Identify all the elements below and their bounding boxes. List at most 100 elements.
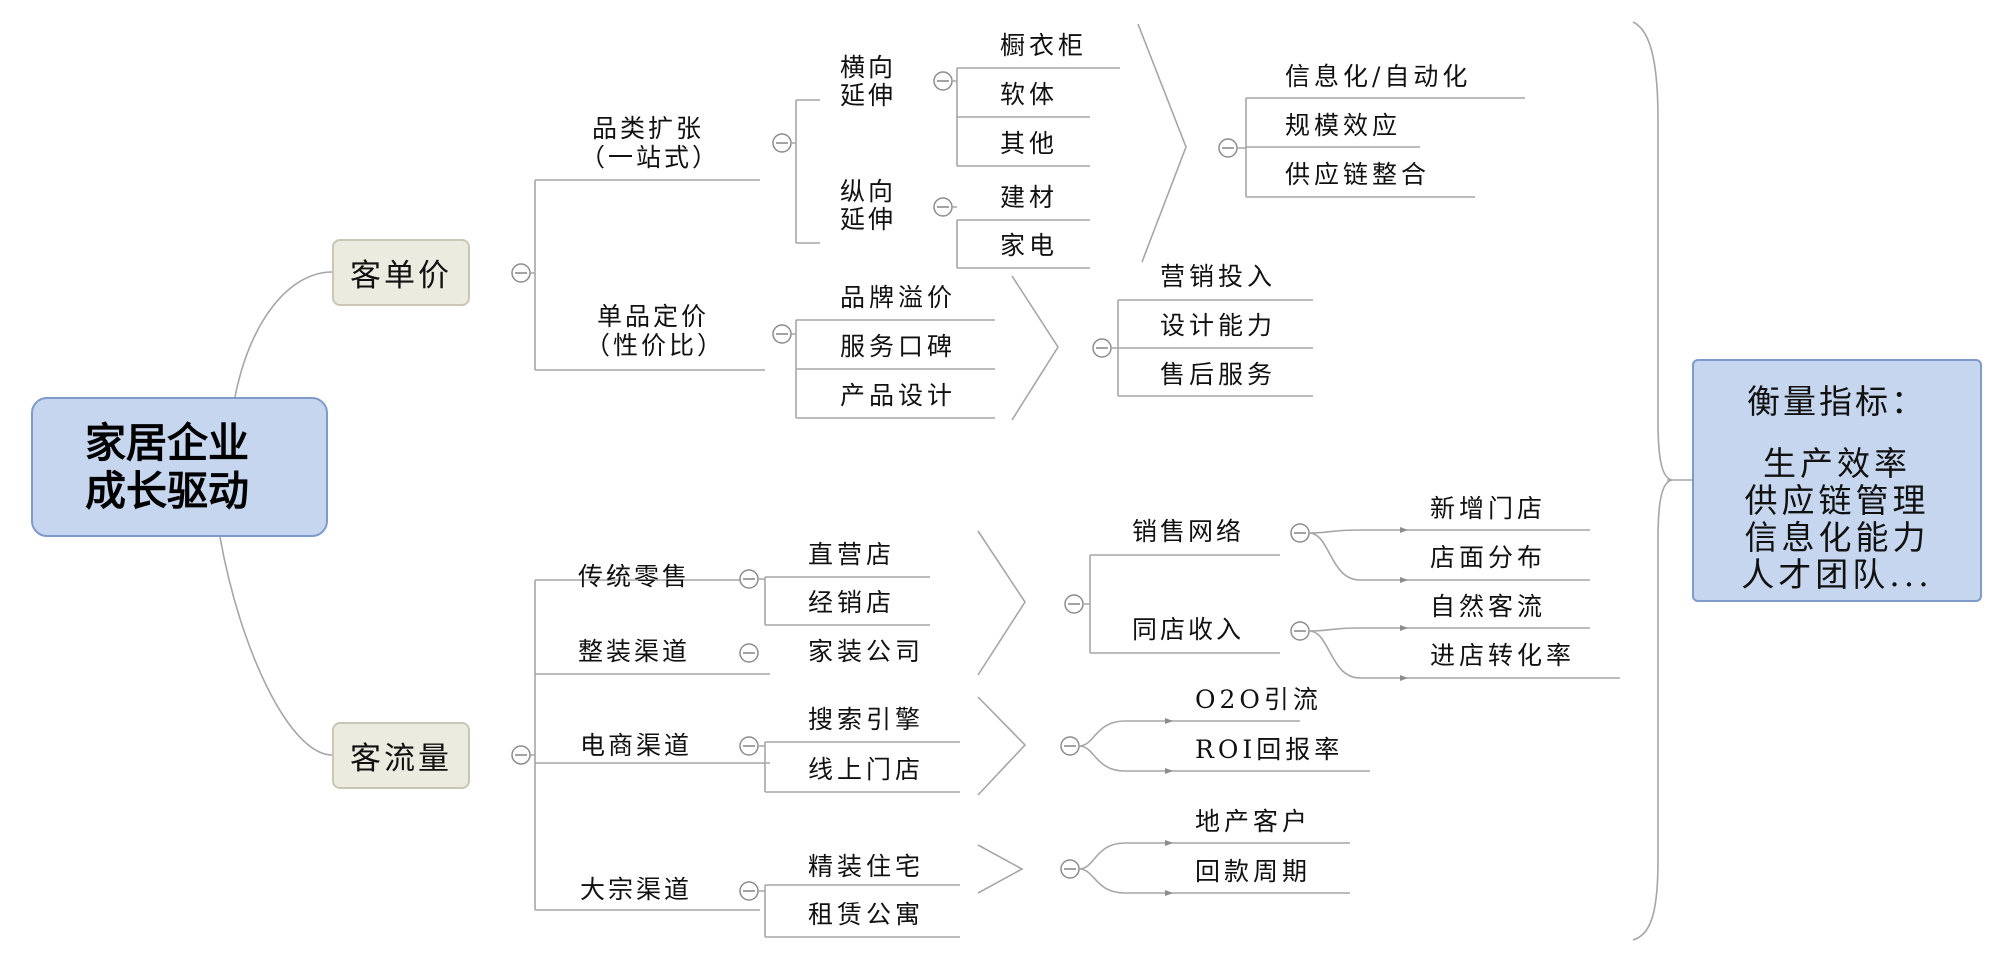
horizontal-label-line2: 延伸 <box>840 81 896 110</box>
offline-chevron <box>977 530 1026 676</box>
ecommerce-outcome-1: O2O引流 <box>1195 685 1322 714</box>
same-store-arrow-1 <box>1400 625 1408 631</box>
pricing-label-line1: 单品定价 <box>597 302 709 331</box>
bulk-label: 大宗渠道 <box>580 875 692 904</box>
same-store-item-2: 进店转化率 <box>1430 641 1575 670</box>
horizontal-label-line1: 横向 <box>840 53 896 82</box>
bulk-outcome-connector <box>1078 842 1350 894</box>
root-node[interactable]: 家居企业 成长驱动 <box>31 397 328 537</box>
horizontal-item-3: 其他 <box>1000 129 1058 158</box>
category-chevron <box>1137 23 1187 263</box>
ecommerce-arrow-1 <box>1165 718 1173 724</box>
bulk-arrow-1 <box>1165 840 1173 846</box>
retail-bracket <box>758 576 930 626</box>
vertical-label-line2: 延伸 <box>840 205 896 234</box>
same-store-label: 同店收入 <box>1132 615 1244 644</box>
vertical-item-1: 建材 <box>1000 183 1058 212</box>
offline-outcome-collapse-toggle[interactable] <box>1064 594 1084 614</box>
pricing-collapse-toggle[interactable] <box>772 324 792 344</box>
ticket-node[interactable]: 客单价 <box>332 239 470 306</box>
pricing-item-3: 产品设计 <box>840 381 956 410</box>
traffic-bracket <box>530 579 770 911</box>
category-outcome-collapse-toggle[interactable] <box>1218 138 1238 158</box>
ticket-collapse-toggle[interactable] <box>511 263 531 283</box>
horizontal-bracket <box>952 67 1120 167</box>
offline-outcome-bracket <box>1083 554 1280 654</box>
network-collapse-toggle[interactable] <box>1290 523 1310 543</box>
horizontal-collapse-toggle[interactable] <box>933 71 953 91</box>
ecommerce-chevron <box>977 696 1027 796</box>
bulk-outcome-1: 地产客户 <box>1195 807 1311 836</box>
ecommerce-outcome-2: ROI回报率 <box>1195 735 1343 764</box>
decoration-item-1: 家装公司 <box>808 637 924 666</box>
category-outcome-bracket <box>1237 97 1525 198</box>
root-to-ticket-connector <box>234 271 333 398</box>
same-store-connector <box>1308 627 1620 679</box>
pricing-outcome-bracket <box>1111 299 1313 397</box>
category-outcome-3: 供应链整合 <box>1285 160 1430 189</box>
vertical-label-line1: 纵向 <box>840 177 896 206</box>
bulk-item-1: 精装住宅 <box>808 852 924 881</box>
metrics-title: 衡量指标： <box>1747 382 1927 421</box>
same-store-collapse-toggle[interactable] <box>1290 621 1310 641</box>
pricing-outcome-2: 设计能力 <box>1160 311 1276 340</box>
category-label-line2: （一站式） <box>580 143 720 172</box>
category-outcome-1: 信息化/自动化 <box>1285 62 1471 91</box>
category-collapse-toggle[interactable] <box>772 133 792 153</box>
pricing-label-line2: （性价比） <box>585 331 725 360</box>
bulk-collapse-toggle[interactable] <box>739 881 759 901</box>
bulk-item-2: 租赁公寓 <box>808 900 924 929</box>
pricing-outcome-collapse-toggle[interactable] <box>1092 338 1112 358</box>
retail-item-2: 经销店 <box>808 588 895 617</box>
ecommerce-label: 电商渠道 <box>580 731 692 760</box>
ecommerce-outcome-collapse-toggle[interactable] <box>1060 736 1080 756</box>
metrics-item-2: 供应链管理 <box>1744 481 1930 520</box>
pricing-chevron <box>1011 275 1059 421</box>
pricing-item-1: 品牌溢价 <box>840 283 956 312</box>
pricing-item-2: 服务口碑 <box>840 332 956 361</box>
ticket-bracket <box>530 179 765 371</box>
retail-collapse-toggle[interactable] <box>739 569 759 589</box>
category-label-line1: 品类扩张 <box>592 114 704 143</box>
network-label: 销售网络 <box>1132 517 1244 546</box>
horizontal-item-1: 橱衣柜 <box>1000 31 1087 60</box>
retail-item-1: 直营店 <box>808 540 895 569</box>
category-outcome-2: 规模效应 <box>1285 111 1401 140</box>
ecommerce-collapse-toggle[interactable] <box>739 736 759 756</box>
bulk-outcome-2: 回款周期 <box>1195 857 1311 886</box>
bulk-arrow-2 <box>1165 890 1173 896</box>
decoration-label: 整装渠道 <box>578 637 690 666</box>
network-connector <box>1308 529 1590 581</box>
bulk-outcome-collapse-toggle[interactable] <box>1060 859 1080 879</box>
traffic-node[interactable]: 客流量 <box>332 722 470 789</box>
ecommerce-bracket <box>758 741 960 793</box>
bulk-chevron <box>977 844 1024 894</box>
traffic-collapse-toggle[interactable] <box>511 745 531 765</box>
ecommerce-item-1: 搜索引擎 <box>808 705 924 734</box>
metrics-item-1: 生产效率 <box>1763 444 1911 483</box>
same-store-item-1: 自然客流 <box>1430 592 1546 621</box>
category-bracket <box>791 99 820 244</box>
ecommerce-arrow-2 <box>1165 768 1173 774</box>
retail-label: 传统零售 <box>578 562 690 591</box>
ecommerce-outcome-connector <box>1078 720 1370 772</box>
metrics-brace <box>1632 21 1673 941</box>
metrics-item-3: 信息化能力 <box>1744 518 1930 557</box>
network-arrow-2 <box>1400 577 1408 583</box>
pricing-outcome-1: 营销投入 <box>1160 262 1276 291</box>
decoration-collapse-toggle[interactable] <box>739 643 759 663</box>
ecommerce-item-2: 线上门店 <box>808 755 924 784</box>
metrics-box[interactable]: 衡量指标： 生产效率 供应链管理 信息化能力 人才团队... <box>1692 359 1982 602</box>
vertical-collapse-toggle[interactable] <box>933 197 953 217</box>
metrics-item-4: 人才团队... <box>1741 555 1933 594</box>
horizontal-item-2: 软体 <box>1000 80 1058 109</box>
root-to-traffic-connector <box>219 536 333 756</box>
pricing-bracket <box>791 319 995 419</box>
bulk-bracket <box>758 884 960 938</box>
pricing-outcome-3: 售后服务 <box>1160 360 1276 389</box>
same-store-arrow-2 <box>1400 675 1408 681</box>
network-item-2: 店面分布 <box>1430 543 1546 572</box>
vertical-item-2: 家电 <box>1000 231 1058 260</box>
network-arrow-1 <box>1400 527 1408 533</box>
